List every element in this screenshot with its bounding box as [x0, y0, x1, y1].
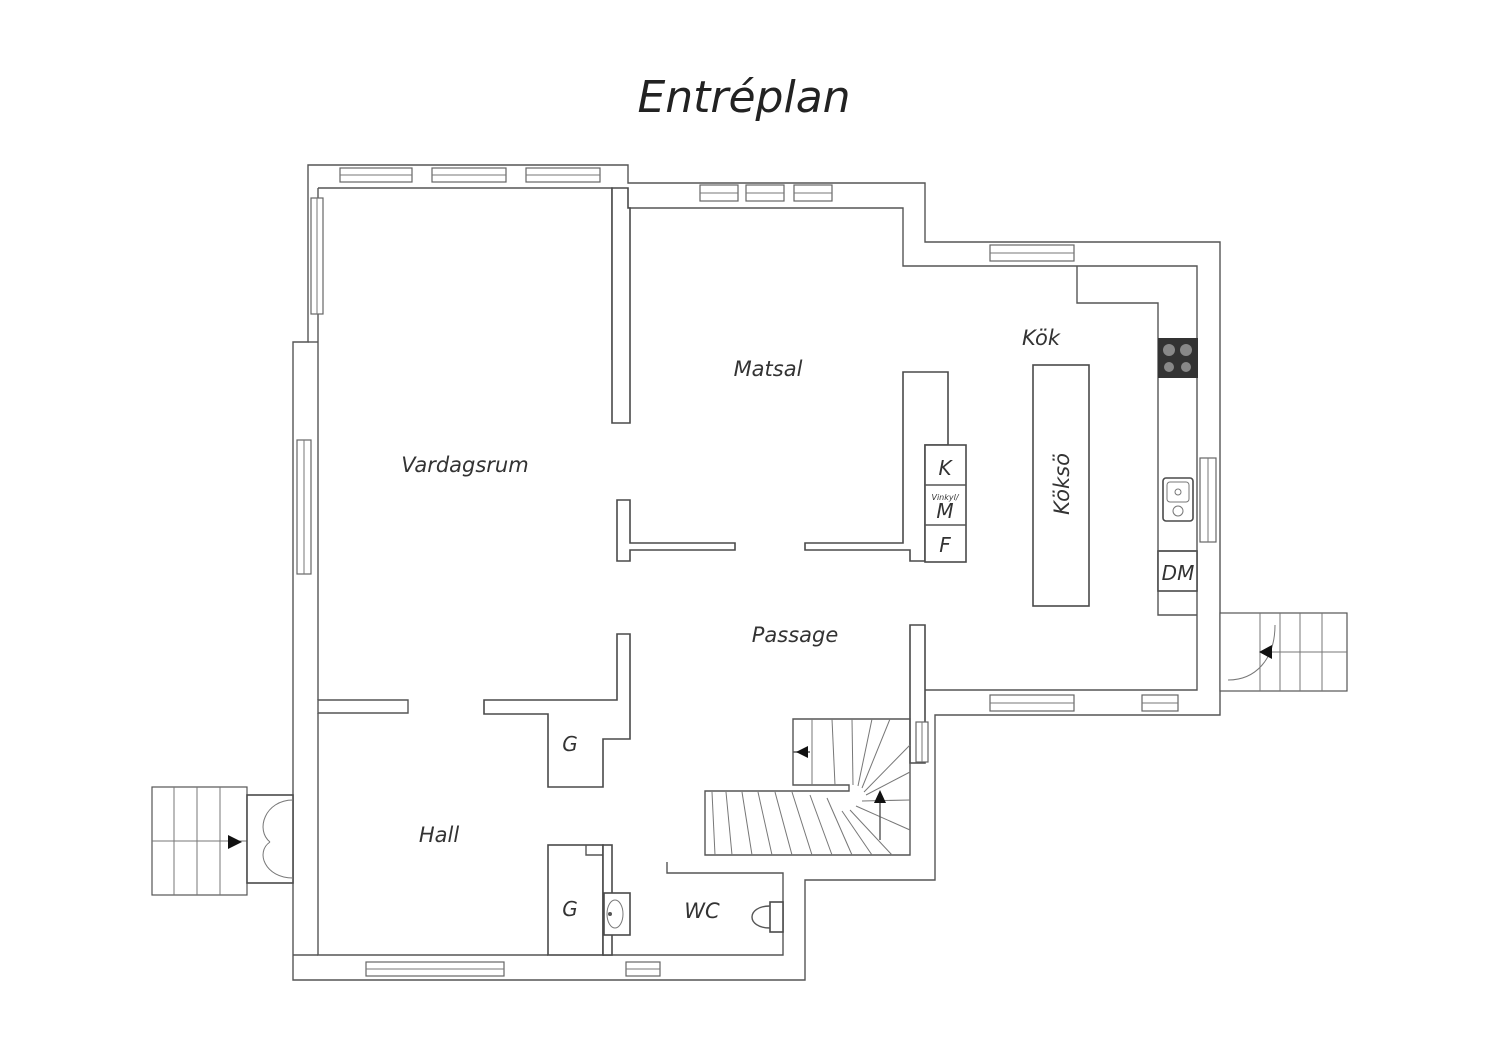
room-label-hall: Hall — [419, 823, 459, 847]
entrance-steps-right — [1219, 612, 1348, 692]
room-label-matsal: Matsal — [734, 357, 803, 381]
wall-segment — [616, 499, 736, 562]
wardrobe-label-upper: G — [562, 732, 578, 756]
dishwasher — [1157, 550, 1198, 592]
wall-segment — [483, 633, 631, 788]
arrow-right-icon — [228, 835, 242, 849]
fridge-label: K — [938, 456, 953, 480]
tall-cabinets: K Vinkyl/ M F — [924, 444, 967, 563]
toilet-icon — [751, 901, 784, 933]
kitchen-island — [1032, 364, 1090, 607]
room-label-kokso: Köksö — [1050, 453, 1074, 515]
entrance-steps-left — [151, 786, 294, 896]
room-label-kok: Kök — [1022, 326, 1061, 350]
washbasin-icon — [603, 892, 631, 936]
room-label-wc: WC — [684, 899, 720, 923]
arrow-up-icon — [874, 790, 886, 803]
dishwasher-label: DM — [1162, 561, 1195, 585]
wall-segment — [611, 187, 631, 424]
plan-title: Entréplan — [637, 72, 850, 123]
stove-icon — [1158, 338, 1198, 378]
arrow-left-icon — [1259, 645, 1272, 659]
freezer-label: F — [939, 533, 951, 557]
outer-wall — [292, 164, 1221, 981]
windows — [296, 167, 1217, 977]
wine-cooler-label: Vinkyl/ — [931, 493, 959, 502]
interior-stairs — [704, 718, 911, 856]
wardrobe-label-lower: G — [562, 897, 578, 921]
sink-icon — [1162, 477, 1194, 522]
microwave-label: M — [936, 499, 953, 523]
room-label-passage: Passage — [752, 623, 839, 647]
arrow-left-icon — [796, 746, 808, 758]
room-label-vardagsrum: Vardagsrum — [401, 453, 528, 477]
wardrobe-lower — [547, 844, 604, 956]
